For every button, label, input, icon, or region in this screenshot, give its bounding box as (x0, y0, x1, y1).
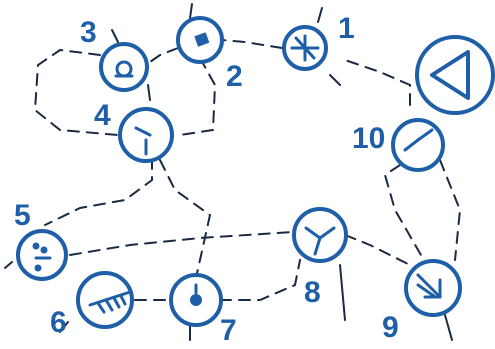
control-3-ring (99, 42, 149, 92)
control-8: 8 (292, 207, 348, 309)
y-junction-icon (304, 226, 336, 256)
route-4-5 (44, 157, 153, 226)
control-7-number: 7 (220, 314, 237, 347)
control-7: 7 (169, 273, 237, 347)
control-2-number: 2 (226, 60, 243, 93)
control-9: 9 (382, 259, 462, 344)
route-8-9 (344, 234, 411, 266)
control-4: 4 (94, 99, 174, 163)
control-6: 6 (50, 271, 134, 339)
filled-square-icon (194, 32, 210, 47)
control-6-number: 6 (50, 306, 67, 339)
control-8-number: 8 (304, 276, 321, 309)
route-10-9-east (439, 159, 462, 261)
control-3: 3 (80, 16, 149, 92)
goal-ring (415, 35, 495, 115)
route-2-3 (149, 47, 179, 63)
control-2: 2 (176, 16, 243, 93)
control-10-number: 10 (352, 122, 385, 155)
control-10: 10 (352, 118, 445, 172)
route-2-4 (179, 57, 217, 136)
dots-icon (32, 242, 52, 272)
control-8-ring (292, 207, 348, 263)
control-5-ring (16, 229, 68, 281)
triangle-goal-icon (430, 50, 470, 100)
control-1: 1 (282, 12, 355, 71)
route-5-8 (69, 231, 294, 256)
filled-dot-icon (190, 283, 202, 306)
node-ticks (4, 3, 453, 341)
control-4-ring (118, 107, 174, 163)
control-4-number: 4 (94, 99, 111, 132)
route-3-loop (33, 48, 119, 136)
control-5-number: 5 (14, 199, 31, 232)
arrow-corner-icon (416, 273, 442, 299)
route-1-2 (221, 39, 283, 49)
control-3-number: 3 (80, 16, 97, 49)
route-10-9-west (383, 164, 426, 263)
control-5: 5 (14, 199, 68, 281)
comb-icon (88, 290, 132, 314)
route-goal-1 (344, 59, 411, 106)
ring-dot-icon (114, 60, 134, 78)
asterisk-icon (290, 34, 320, 62)
route-paths (33, 39, 462, 301)
control-goal (415, 35, 495, 115)
route-7-8 (219, 259, 301, 301)
route-4-7 (159, 159, 212, 283)
v-lines-icon (403, 128, 434, 152)
control-10-ring (391, 118, 445, 172)
control-9-number: 9 (382, 311, 399, 344)
control-1-number: 1 (338, 12, 355, 45)
split-lines-icon (134, 126, 152, 156)
